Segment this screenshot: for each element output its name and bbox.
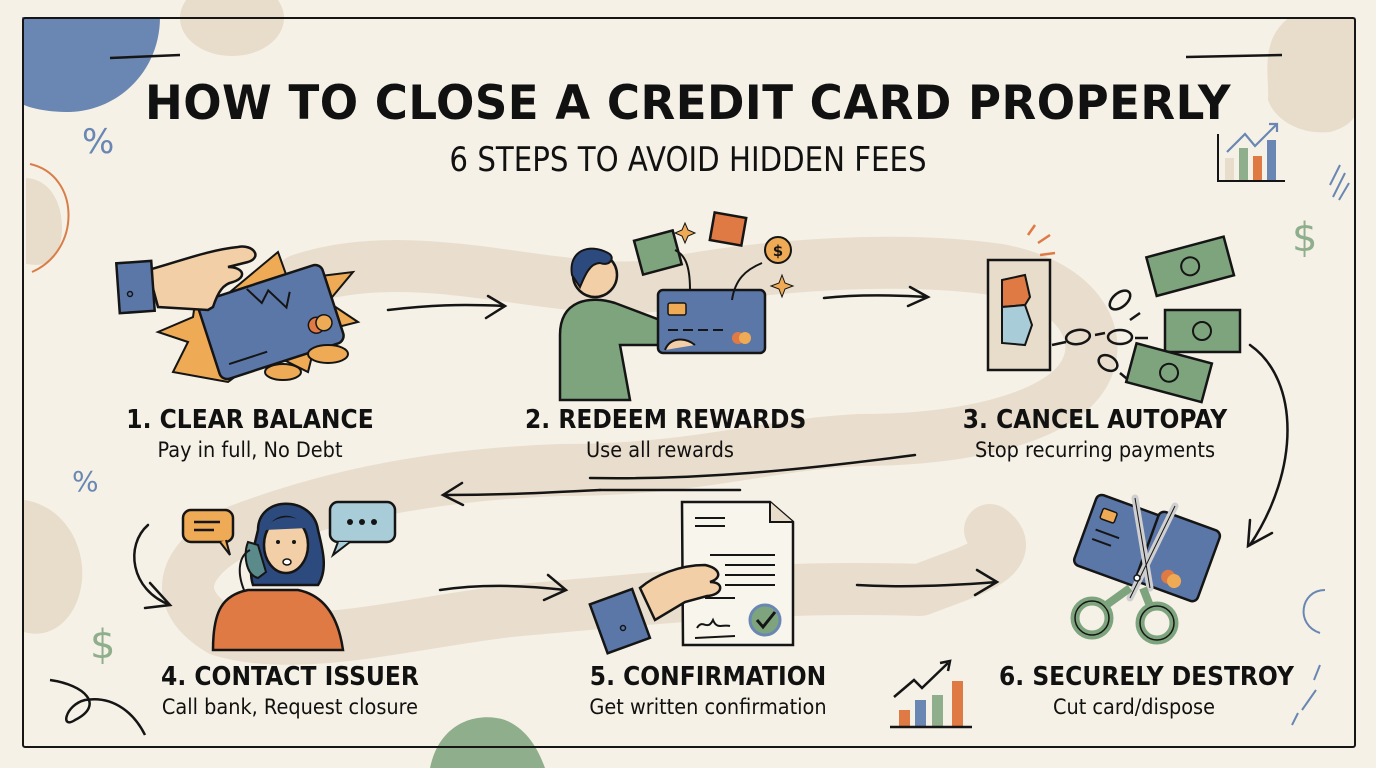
step-2-title: 2. REDEEM REWARDS (525, 405, 807, 435)
arrow-step2-to-step3 (822, 285, 931, 308)
step-5-description: Get written confirmation (589, 695, 827, 719)
svg-text:$: $ (773, 242, 783, 260)
person-card-gifts-icon: $ (558, 210, 795, 402)
step-4: 4. CONTACT ISSUER Call bank, Request clo… (140, 662, 440, 719)
step-6: 6. SECURELY DESTROY Cut card/dispose (984, 662, 1294, 719)
step-5-title: 5. CONFIRMATION (589, 662, 827, 692)
step-2-description: Use all rewards (586, 438, 734, 462)
step-6-title: 6. SECURELY DESTROY (999, 662, 1294, 692)
dollar-symbol-right: $ (1292, 215, 1318, 261)
step-4-title: 4. CONTACT ISSUER (161, 662, 419, 692)
page-subtitle: 6 STEPS TO AVOID HIDDEN FEES (449, 140, 927, 180)
scissors-cut-card-icon (1070, 493, 1222, 645)
circle-sketch-decoration (1291, 589, 1326, 726)
step-3: 3. CANCEL AUTOPAY Stop recurring payment… (945, 405, 1245, 462)
infographic-frame (22, 17, 1356, 748)
step-6-description: Cut card/dispose (1052, 695, 1216, 719)
arrow-step4-curve (133, 523, 173, 610)
page-title: HOW TO CLOSE A CREDIT CARD PROPERLY (144, 76, 1232, 131)
scribble-lines-icon (1329, 164, 1350, 201)
arrow-step3-to-step6 (1246, 343, 1289, 549)
arrow-step4-to-step5 (438, 573, 569, 602)
step-1-description: Pay in full, No Debt (157, 438, 343, 462)
step-1-title: 1. CLEAR BALANCE (126, 405, 374, 435)
bar-chart-growth-icon-bottom (890, 659, 972, 729)
step-3-title: 3. CANCEL AUTOPAY (962, 405, 1228, 435)
step-1: 1. CLEAR BALANCE Pay in full, No Debt (100, 405, 400, 462)
arrow-step5-to-step6 (855, 568, 1000, 597)
step-4-description: Call bank, Request closure (161, 695, 419, 719)
arrow-step1-to-step2 (386, 294, 508, 320)
hand-signed-document-check-icon (588, 500, 795, 655)
hand-cracked-credit-card-coins-icon (114, 245, 361, 384)
loop-scribble-decoration (49, 678, 147, 736)
step-5: 5. CONFIRMATION Get written confirmation (558, 662, 858, 719)
dollar-symbol-bottom-left: $ (90, 622, 116, 668)
percent-symbol-top: % (82, 122, 115, 162)
step-3-description: Stop recurring payments (974, 438, 1216, 462)
woman-phone-call-icon (181, 500, 397, 652)
step-2: 2. REDEEM REWARDS Use all rewards (510, 405, 810, 462)
arrow-step3-to-step4 (588, 453, 917, 492)
percent-symbol-mid: % (72, 465, 99, 498)
switch-broken-chain-money-icon (986, 224, 1242, 404)
bar-chart-growth-icon (1217, 122, 1285, 182)
